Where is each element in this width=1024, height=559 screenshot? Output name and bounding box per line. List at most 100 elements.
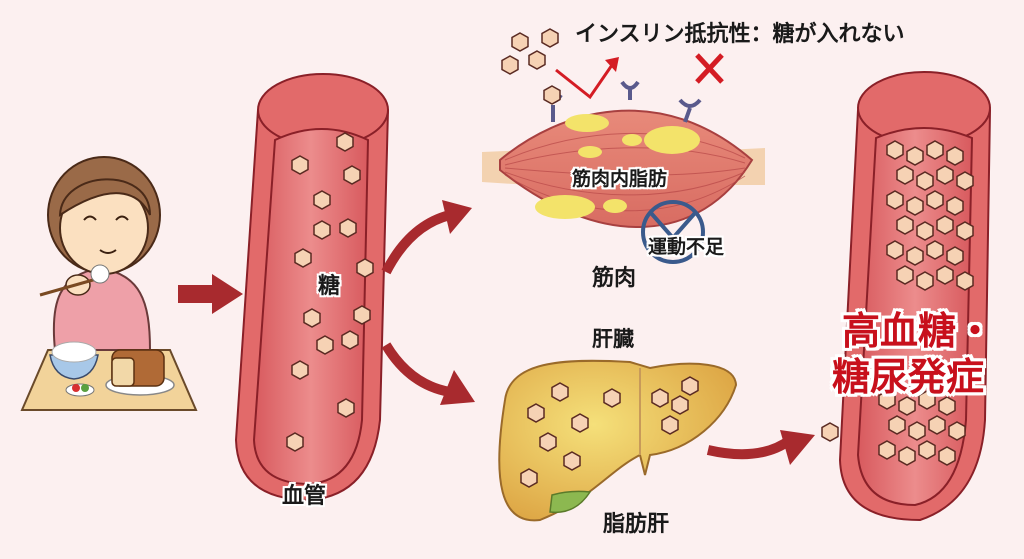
glucose-molecule (341, 330, 359, 350)
glucose-molecule (336, 132, 354, 152)
glucose-molecule (337, 398, 355, 418)
fat-deposit (578, 146, 602, 158)
glucose-molecule (906, 146, 924, 166)
glucose-molecule (291, 360, 309, 380)
glucose-molecule (286, 432, 304, 452)
blood-vessel-label: 血管 (282, 484, 327, 509)
glucose-molecule (926, 190, 944, 210)
blood-vessel-normal (234, 73, 390, 502)
glucose-molecule (898, 396, 916, 416)
glucose-molecule (539, 432, 557, 452)
glucose-molecule (353, 305, 371, 325)
glucose-molecule (551, 382, 569, 402)
rice-bite (90, 264, 110, 284)
glucose-molecule (603, 388, 621, 408)
liver-shape (498, 359, 738, 522)
glucose-molecule (511, 32, 529, 52)
glucose-molecule (681, 376, 699, 396)
side-dish (65, 383, 95, 397)
glucose-molecule (563, 451, 581, 471)
liver-illustration (498, 359, 738, 522)
sugar-label: 糖 (318, 274, 341, 299)
glucose-molecule (936, 165, 954, 185)
fat-deposit (644, 126, 700, 154)
muscle-label: 筋肉 (592, 266, 637, 291)
glucose-molecule (571, 413, 589, 433)
glucose-molecule (303, 308, 321, 328)
fat-deposit (622, 134, 642, 146)
glucose-molecule (888, 415, 906, 435)
rice (51, 341, 97, 363)
eye-left (83, 215, 97, 221)
muscle-fibers (504, 133, 746, 212)
insulin-resistance-title: インスリン抵抗性：糖が入れない (575, 22, 905, 47)
fat-deposit (565, 114, 609, 132)
glucose-molecule (948, 421, 966, 441)
hair-bangs (58, 178, 151, 217)
arrow-liver-to-vessel (706, 430, 815, 465)
glucose-molecule (938, 396, 956, 416)
glucose-molecule (946, 246, 964, 266)
glucose-molecule (936, 265, 954, 285)
glucose-molecule (543, 85, 561, 105)
no-exercise-icon (641, 200, 705, 264)
glucose-molecule (898, 446, 916, 466)
glucose-molecule (926, 140, 944, 160)
glucose-molecule (661, 415, 679, 435)
glucose-molecule (906, 196, 924, 216)
mouth (99, 249, 117, 254)
glucose-molecule (916, 221, 934, 241)
glucose-molecule (313, 220, 331, 240)
glucose-molecule (956, 221, 974, 241)
liver-label: 肝臓 (592, 327, 634, 351)
glucose-molecule (916, 271, 934, 291)
glucose-molecule (896, 165, 914, 185)
glucose-molecule (896, 265, 914, 285)
glucose-molecule (926, 240, 944, 260)
glucose-molecule (886, 240, 904, 260)
glucose-molecule (936, 215, 954, 235)
muscle-illustration (482, 28, 765, 264)
glucose-molecule (316, 335, 334, 355)
glucose-molecule (291, 155, 309, 175)
glucose-molecule (520, 468, 538, 488)
glucose-molecule (928, 415, 946, 435)
bread-face (111, 357, 135, 387)
pickle-red (72, 384, 80, 392)
intramuscular-fat-label: 筋肉内脂肪 (572, 168, 668, 190)
glucose-molecule (528, 50, 546, 70)
gallbladder (549, 490, 592, 514)
outcome-label-line1: 高血糖・ (842, 309, 995, 353)
glucose-molecule (908, 421, 926, 441)
glucose-molecule (886, 140, 904, 160)
glucose-molecule (916, 171, 934, 191)
glucose-molecule (886, 190, 904, 210)
rice-bowl (49, 354, 99, 380)
glucose-molecule (956, 271, 974, 291)
glucose-molecule (356, 258, 374, 278)
vessel-lumen (252, 128, 370, 486)
glucose-molecule (313, 190, 331, 210)
outcome-label-line2: 糖尿発症 (832, 355, 985, 399)
fatty-liver-label: 脂肪肝 (603, 512, 670, 537)
glucose-molecule (946, 146, 964, 166)
glucose-molecule (527, 403, 545, 423)
glucose-molecule (671, 395, 689, 415)
fat-deposit (535, 195, 595, 219)
glucose-molecule (896, 215, 914, 235)
blocked-entry-arrow-icon (555, 57, 619, 100)
lack-of-exercise-label: 運動不足 (648, 236, 725, 258)
eye-right (115, 215, 129, 221)
fat-deposit (603, 199, 627, 213)
glucose-molecule (294, 248, 312, 268)
glucose-molecule (339, 218, 357, 238)
pickle-green (81, 384, 89, 392)
glucose-molecule (541, 28, 559, 48)
arrow-vessel-to-muscle (381, 200, 472, 275)
arrow-vessel-to-liver (381, 342, 475, 405)
glucose-molecule (938, 446, 956, 466)
eating-person-illustration (20, 156, 198, 411)
glucose-molecule (878, 440, 896, 460)
arrow-eat-to-vessel (178, 274, 243, 314)
